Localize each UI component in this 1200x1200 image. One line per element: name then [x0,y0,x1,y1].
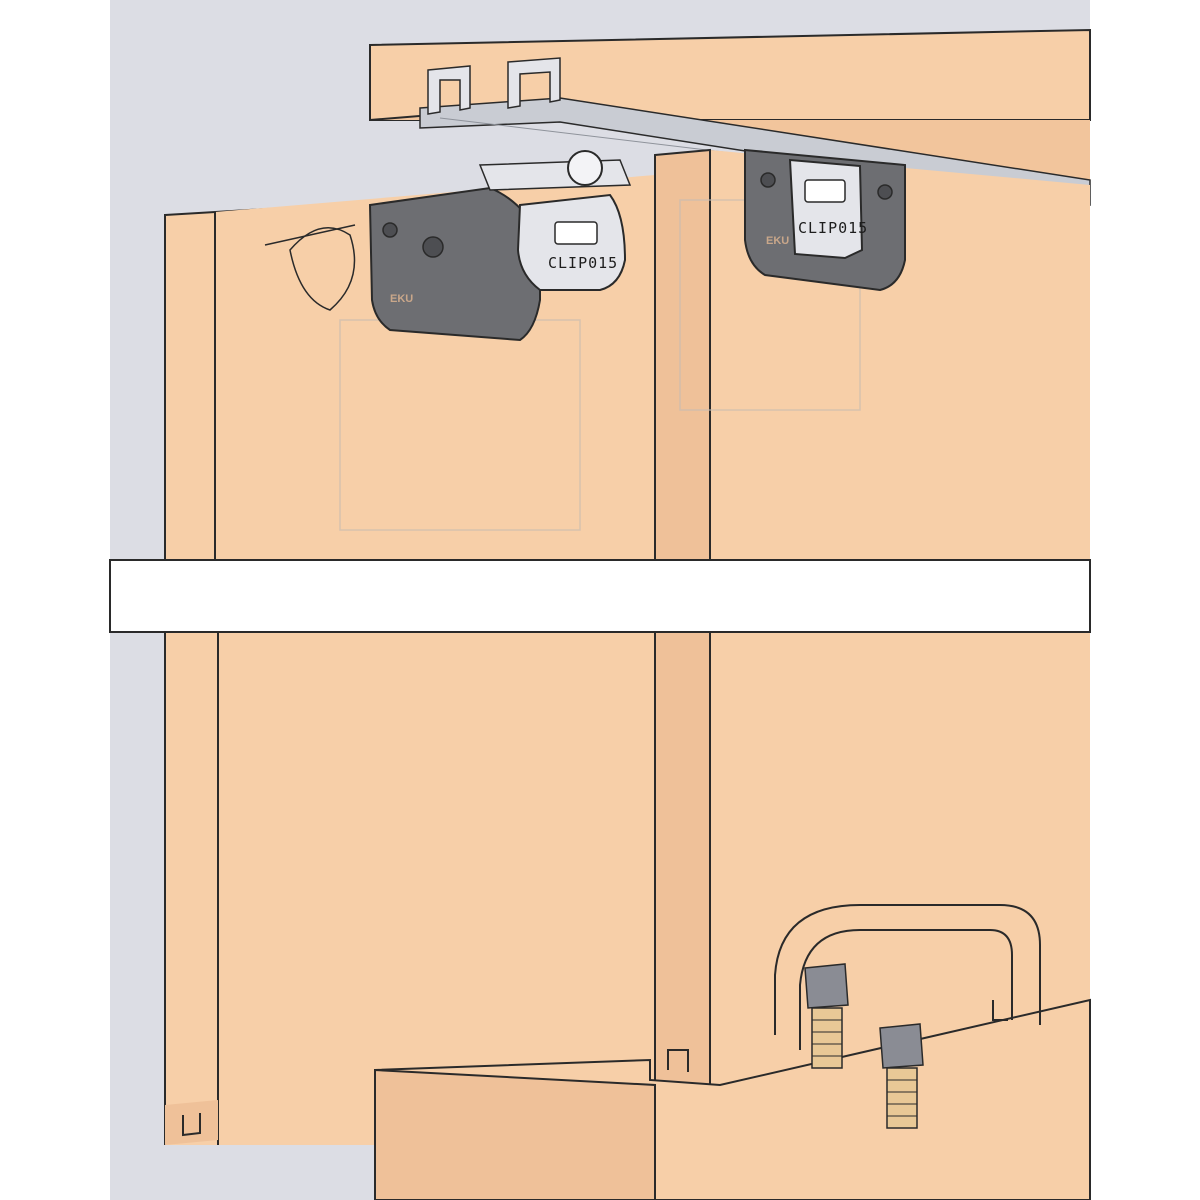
clip-connector-right: CLIP015 [788,158,868,260]
clip-label-right: CLIP015 [798,219,868,237]
plate-logo-left: EKU [390,293,413,305]
section-divider-band [109,559,1091,633]
clip-label-left: CLIP015 [548,254,618,272]
roller-plate-left: EKU [264,186,541,342]
background-left [0,0,110,1200]
floor-guide-1 [804,963,849,1069]
plate-logo-right: EKU [766,235,789,247]
background-right [1090,0,1200,1200]
floor-guide-2 [879,1023,924,1129]
door-handle [774,904,1041,1050]
door-left [164,175,655,1145]
clip-connector-left: CLIP015 [478,150,632,291]
